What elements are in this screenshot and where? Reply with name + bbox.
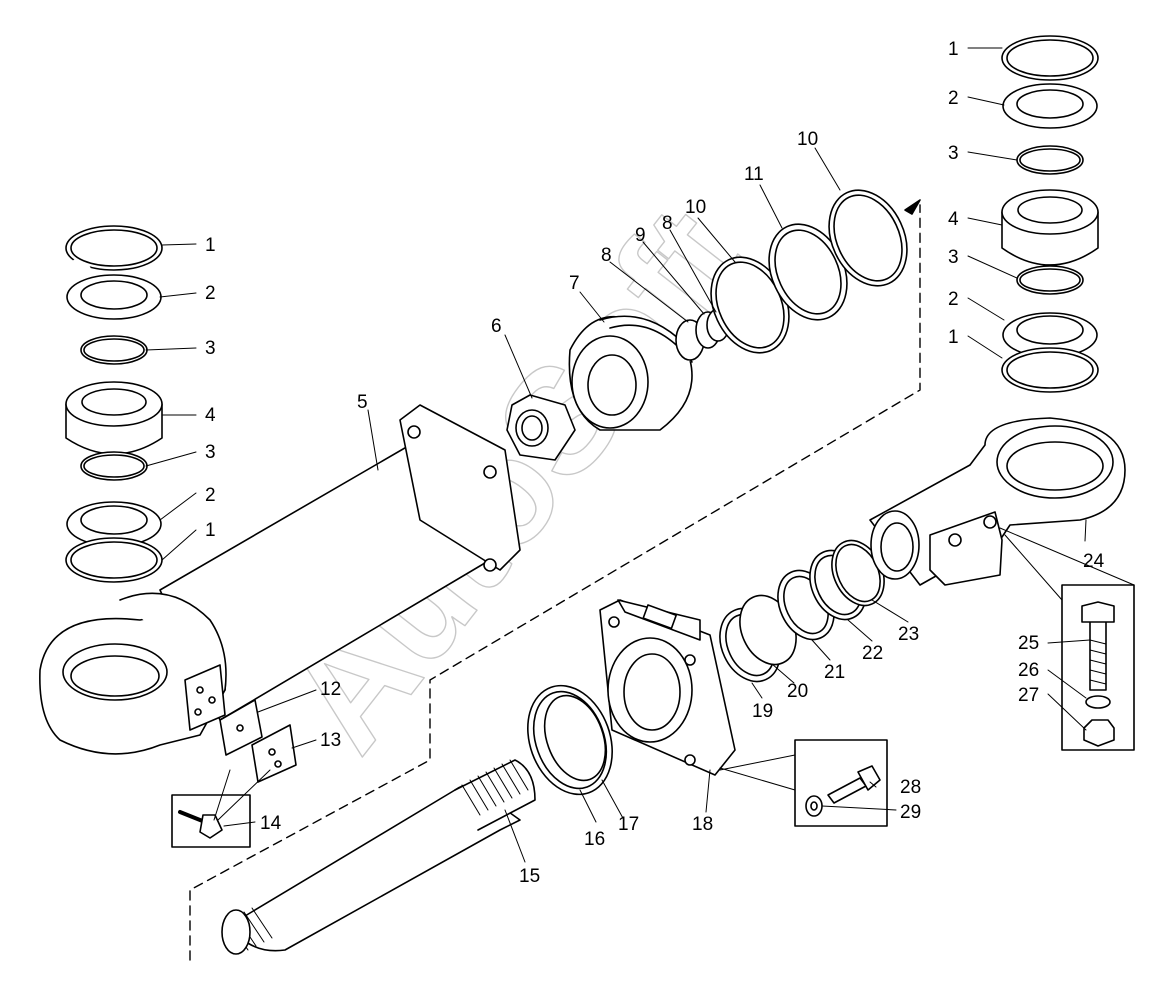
callout-21: 21	[824, 662, 845, 683]
callout-26: 26	[1018, 660, 1039, 681]
callout-9: 9	[635, 225, 646, 246]
callout-2-left-bottom: 2	[205, 485, 216, 506]
rod-seal-17	[543, 694, 607, 782]
bolt-box-25-27	[999, 527, 1135, 751]
callout-8-a: 8	[601, 245, 612, 266]
callout-18: 18	[692, 814, 713, 835]
gland-seals	[719, 539, 885, 683]
left-bearing-stack	[65, 225, 163, 583]
callout-4-right: 4	[948, 209, 959, 230]
washer-26	[1085, 695, 1111, 709]
bolt-25	[1089, 619, 1107, 691]
callout-labels: 1 2 3 4 3 2 1 1 2 3 4 3 2 1 5 6 7 8 9 8 …	[205, 39, 1105, 887]
callout-3-left-bottom: 3	[205, 442, 216, 463]
cylinder-tube	[39, 404, 521, 755]
callout-13: 13	[320, 730, 341, 751]
rod-eye	[869, 417, 1126, 586]
callout-2-right-bottom: 2	[948, 289, 959, 310]
callout-1-right-bottom: 1	[948, 327, 959, 348]
callout-28: 28	[900, 777, 921, 798]
callout-27: 27	[1018, 685, 1039, 706]
piston-rod	[221, 759, 536, 955]
callout-11: 11	[744, 164, 764, 185]
callout-5: 5	[357, 392, 368, 413]
rod-seals-16-17	[527, 684, 613, 796]
bolt-14-box	[171, 769, 271, 848]
callout-2-left-top: 2	[205, 283, 216, 304]
right-bearing-stack	[1001, 35, 1099, 393]
callout-1-left-bottom: 1	[205, 520, 216, 541]
assembly-dashed-lines	[189, 204, 921, 961]
callout-8-b: 8	[662, 213, 673, 234]
bolt-box-28-29	[719, 739, 888, 827]
callout-7: 7	[569, 273, 580, 294]
callout-1-right-top: 1	[948, 39, 959, 60]
callout-17: 17	[618, 814, 639, 835]
callout-22: 22	[862, 643, 883, 664]
callout-23: 23	[898, 624, 919, 645]
callout-24: 24	[1083, 551, 1105, 572]
callout-10-a: 10	[685, 197, 706, 218]
callout-25: 25	[1018, 633, 1039, 654]
callout-10-b: 10	[797, 129, 818, 150]
assembly-arrow-tip	[904, 199, 921, 215]
piston-nut	[506, 394, 576, 461]
callout-3-right-bottom: 3	[948, 247, 959, 268]
callout-29: 29	[900, 802, 921, 823]
callout-12: 12	[320, 679, 341, 700]
callout-20: 20	[787, 681, 808, 702]
callout-16: 16	[584, 829, 605, 850]
lock-plates	[219, 699, 297, 783]
piston-assembly	[568, 189, 908, 431]
gland-head	[599, 599, 736, 776]
callout-6: 6	[491, 316, 502, 337]
callout-4-left: 4	[205, 405, 216, 426]
washer-29	[805, 795, 823, 817]
callout-1-left-top: 1	[205, 235, 216, 256]
callout-3-left-top: 3	[205, 338, 216, 359]
callout-19: 19	[752, 701, 773, 722]
callout-3-right-top: 3	[948, 143, 959, 164]
tube-flange	[399, 404, 521, 571]
callout-2-right-top: 2	[948, 88, 959, 109]
callout-15: 15	[519, 866, 540, 887]
leader-lines	[145, 47, 1091, 863]
callout-14: 14	[260, 813, 282, 834]
nut-27	[1083, 719, 1115, 747]
